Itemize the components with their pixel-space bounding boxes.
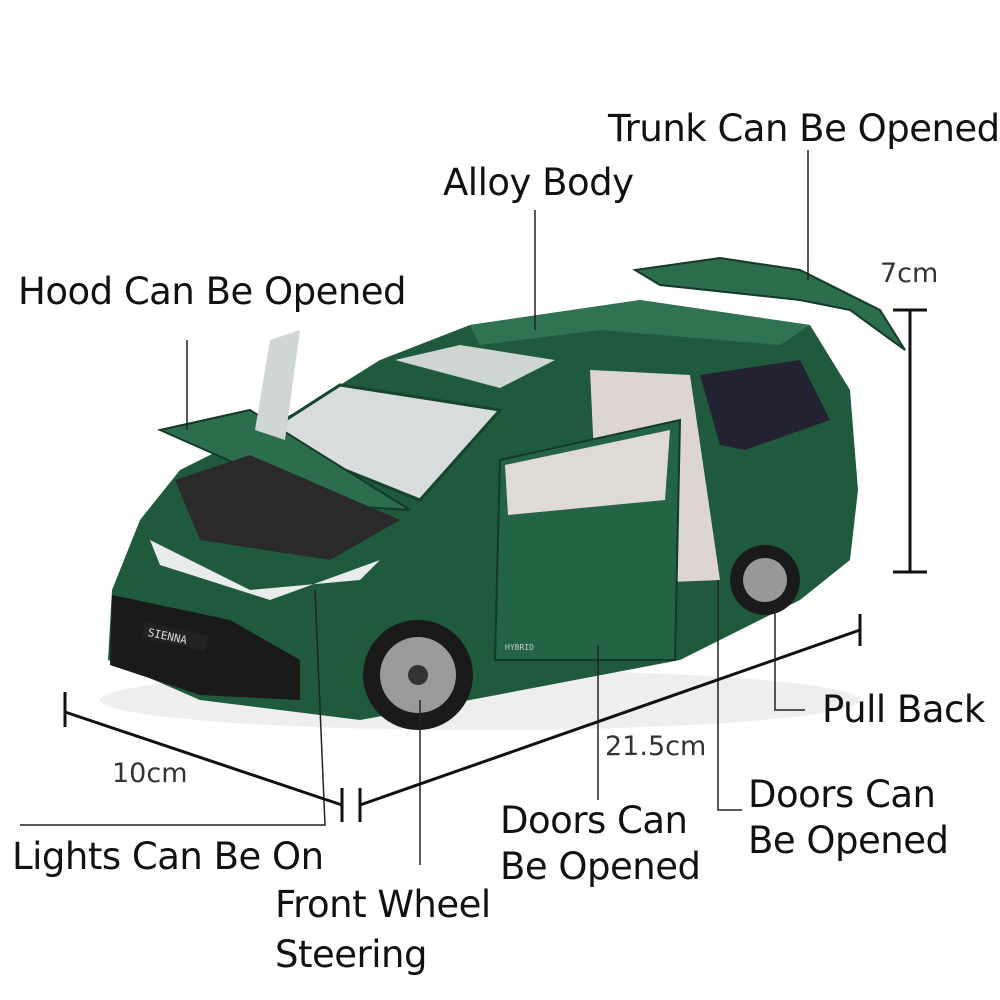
label-rear-doors: Doors Can Be Opened bbox=[748, 772, 949, 864]
dimension-lines bbox=[63, 308, 927, 822]
hood-strut bbox=[255, 330, 300, 440]
side-badge: HYBRID bbox=[505, 643, 534, 652]
label-hood: Hood Can Be Opened bbox=[18, 270, 407, 313]
roof bbox=[470, 300, 810, 345]
label-lights: Lights Can Be On bbox=[12, 835, 324, 878]
label-line: Be Opened bbox=[748, 819, 949, 862]
label-steering: Front Wheel Steering bbox=[275, 880, 491, 980]
label-line: Steering bbox=[275, 933, 427, 976]
label-trunk: Trunk Can Be Opened bbox=[608, 107, 1000, 150]
label-front-doors: Doors Can Be Opened bbox=[500, 798, 701, 890]
dimension-height: 7cm bbox=[880, 258, 939, 289]
sunroof bbox=[395, 345, 555, 388]
dimension-length: 21.5cm bbox=[605, 731, 707, 762]
label-line: Be Opened bbox=[500, 845, 701, 888]
label-line: Doors Can bbox=[500, 799, 688, 842]
label-pull-back: Pull Back bbox=[822, 688, 985, 731]
door-window bbox=[505, 430, 670, 515]
label-line: Doors Can bbox=[748, 773, 936, 816]
dimension-width: 10cm bbox=[112, 758, 188, 789]
leader-lines bbox=[20, 150, 809, 865]
engine-bay bbox=[175, 455, 400, 560]
rear-window bbox=[700, 360, 830, 450]
trunk-lid bbox=[632, 256, 906, 351]
label-line: Front Wheel bbox=[275, 883, 491, 926]
label-alloy-body: Alloy Body bbox=[443, 161, 634, 204]
headlight bbox=[150, 540, 380, 600]
front-badge-plate bbox=[141, 622, 209, 652]
rear-wheel bbox=[730, 545, 800, 615]
front-wheel bbox=[363, 620, 473, 730]
